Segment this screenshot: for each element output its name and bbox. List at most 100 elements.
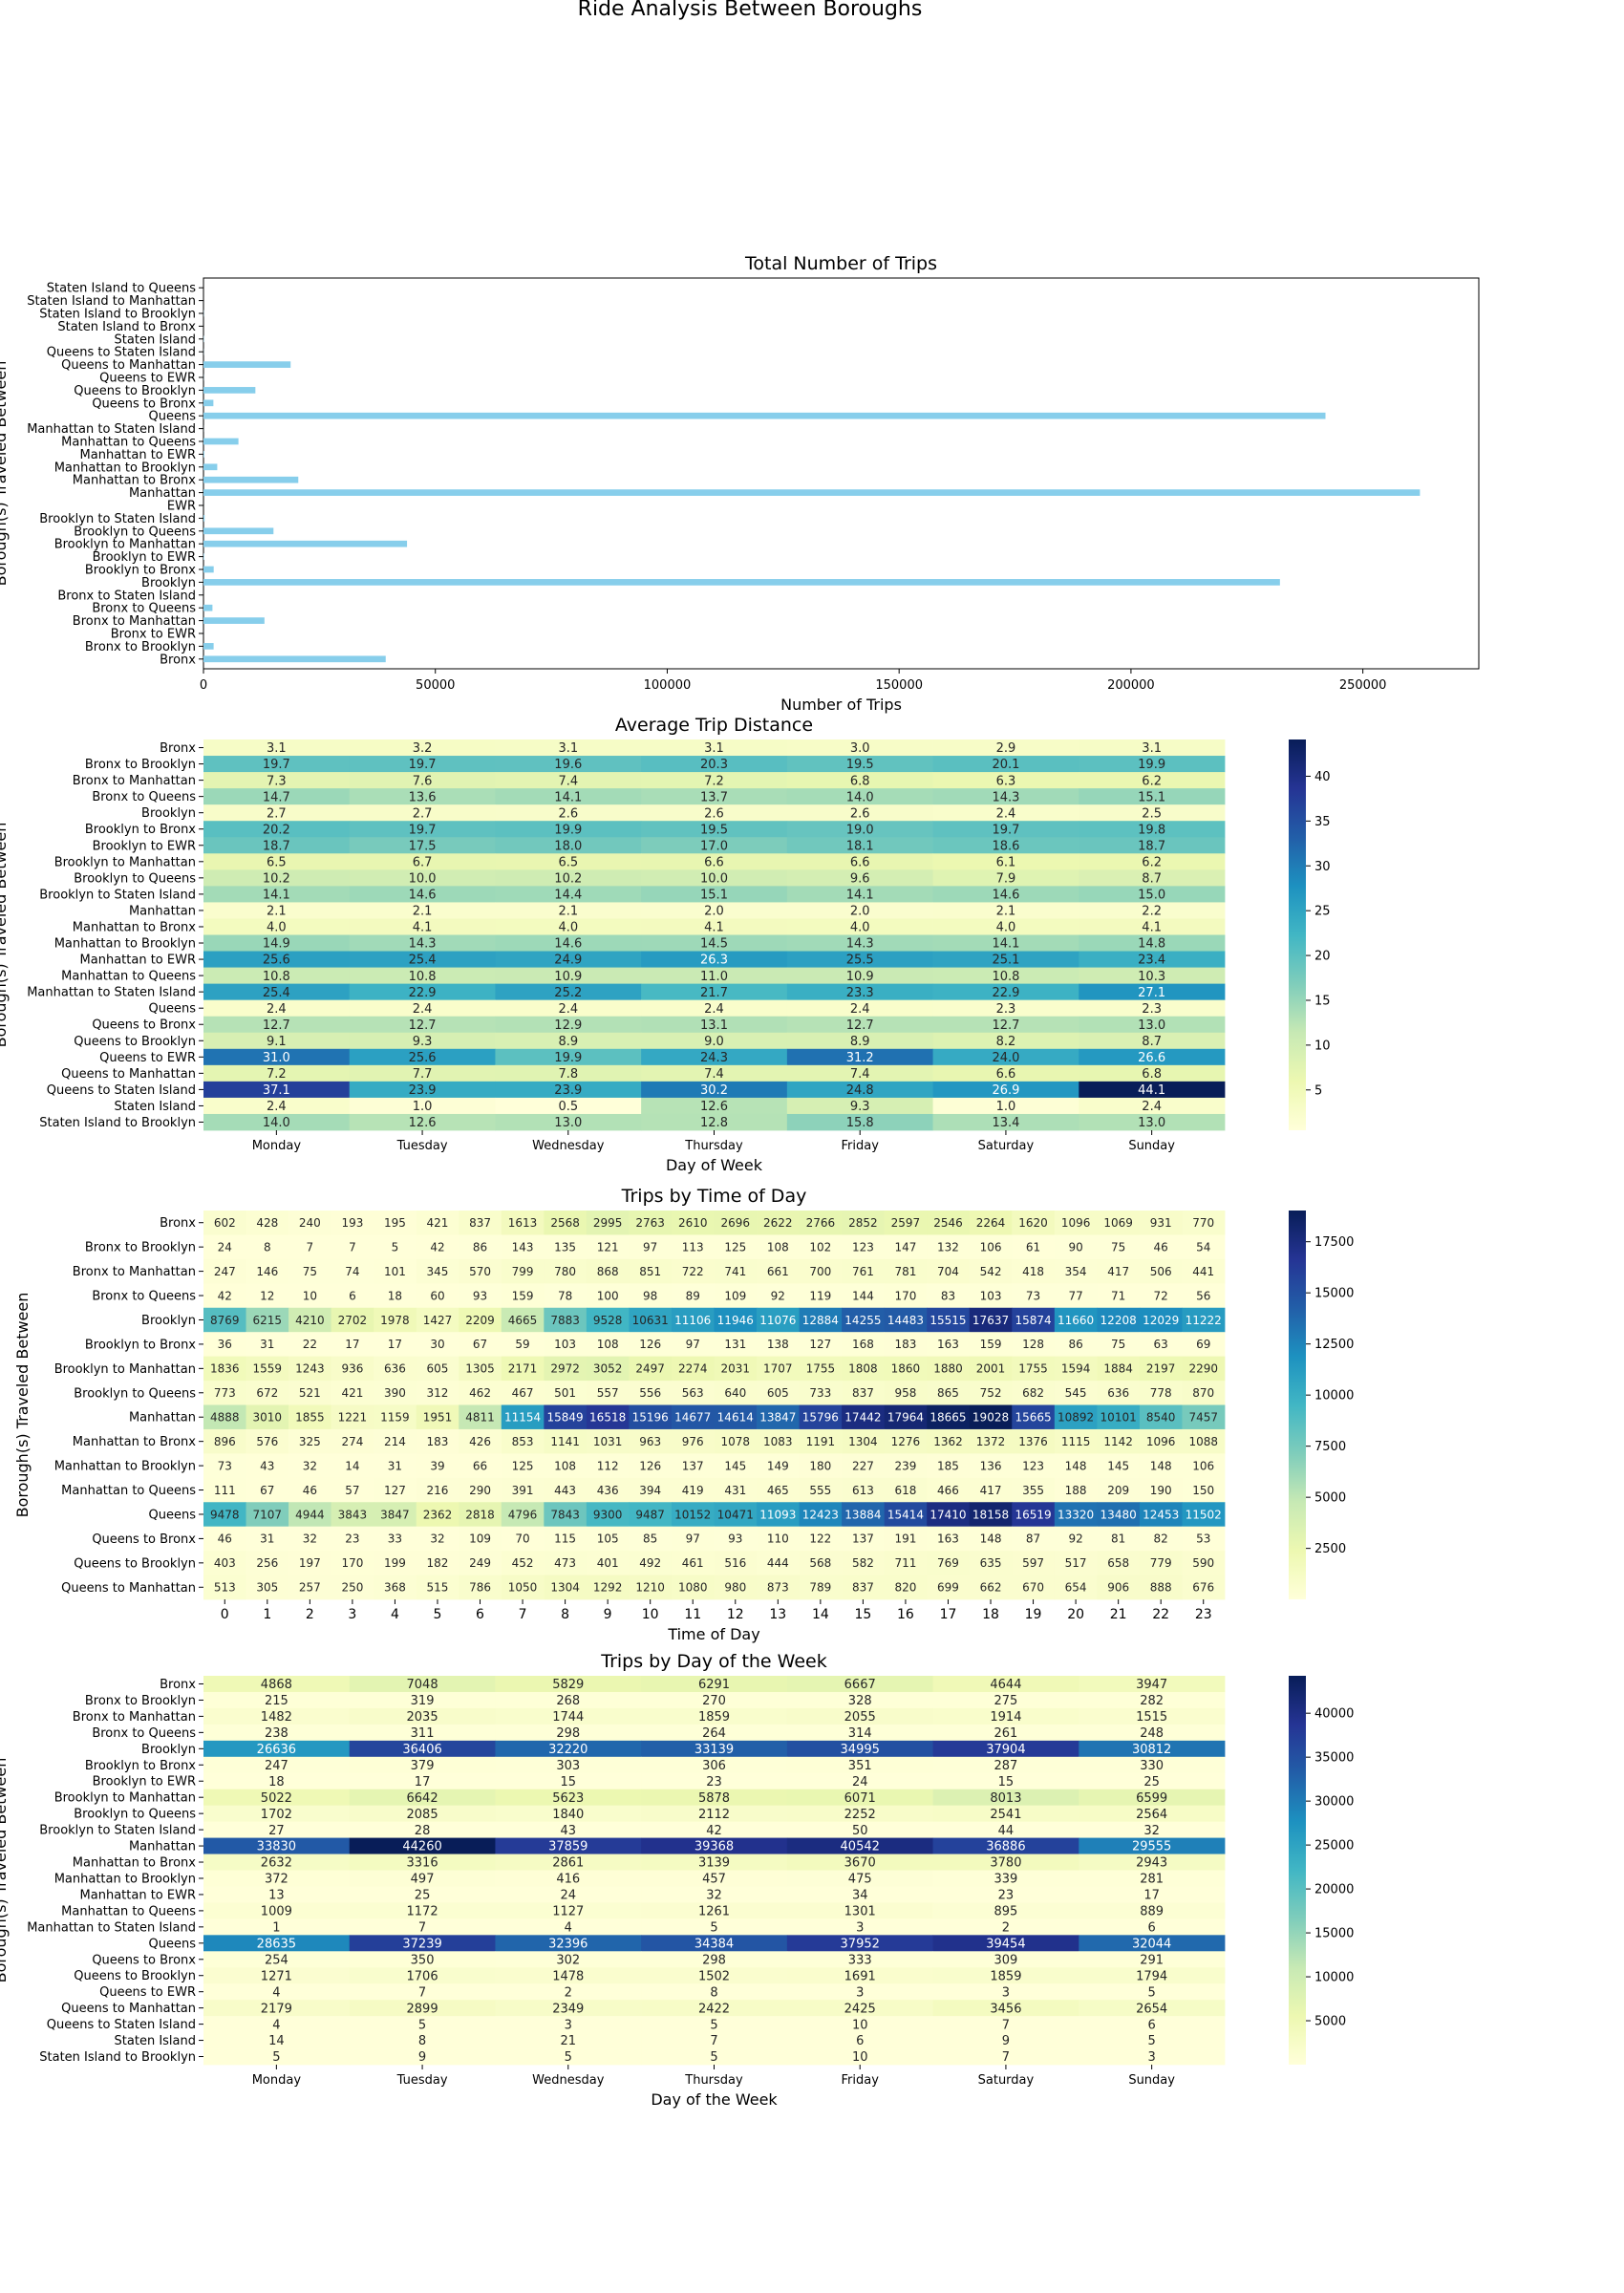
heatmap-value-label: 183 <box>894 1338 916 1351</box>
heatmap-title: Average Trip Distance <box>615 715 813 736</box>
heatmap-cell-queens-to-bronx-15 <box>842 1526 886 1552</box>
heatmap-value-label: 2.7 <box>413 806 433 821</box>
heatmap-value-label: 27 <box>268 1824 285 1838</box>
heatmap-value-label: 6.1 <box>996 855 1016 869</box>
heatmap-value-label: 2362 <box>423 1508 453 1521</box>
heatmap-value-label: 1271 <box>261 1969 292 1983</box>
heatmap-cell-bronx-to-queens-14 <box>799 1283 843 1309</box>
heatmap-ylabel-brooklyn: Brooklyn <box>141 1314 196 1328</box>
heatmap-cell-bronx-to-manhattan-monday <box>203 772 351 789</box>
heatmap-ylabel-staten-island: Staten Island <box>115 2034 196 2048</box>
heatmap-cell-manhattan-monday <box>203 902 351 919</box>
heatmap-value-label: 2 <box>1002 1921 1010 1936</box>
heatmap-cell-brooklyn-11 <box>671 1307 715 1333</box>
heatmap-cell-brooklyn-to-queens-12 <box>714 1381 758 1405</box>
bar-ylabel-manhattan: Manhattan <box>129 486 196 501</box>
heatmap-cell-manhattan-to-queens-sunday <box>1079 967 1226 985</box>
heatmap-value-label: 13480 <box>1100 1508 1137 1521</box>
heatmap-value-label: 87 <box>1026 1532 1040 1546</box>
heatmap-cell-queens-to-brooklyn-0 <box>203 1551 246 1575</box>
heatmap-value-label: 78 <box>558 1289 572 1302</box>
heatmap-value-label: 30.2 <box>700 1083 728 1098</box>
heatmap-cell-bronx-to-queens-monday <box>203 788 351 805</box>
heatmap-cell-queens-to-bronx-tuesday <box>349 1016 496 1034</box>
heatmap-value-label: 3 <box>1148 2050 1156 2065</box>
heatmap-value-label: 19.9 <box>554 1051 582 1065</box>
heatmap-cell-manhattan-to-queens-9 <box>586 1477 630 1503</box>
bar-ylabel-manhattan-to-staten-island: Manhattan to Staten Island <box>27 422 196 437</box>
heatmap-value-label: 8013 <box>990 1791 1021 1806</box>
heatmap-cell-brooklyn-7 <box>501 1307 545 1333</box>
heatmap-cell-brooklyn-21 <box>1097 1307 1141 1333</box>
heatmap-value-label: 394 <box>639 1484 661 1497</box>
heatmap-value-label: 190 <box>1150 1484 1172 1497</box>
bar-ylabel-queens-to-bronx: Queens to Bronx <box>92 396 196 411</box>
heatmap-value-label: 261 <box>994 1726 1018 1741</box>
heatmap-value-label: 779 <box>1150 1556 1172 1570</box>
heatmap-value-label: 149 <box>767 1459 789 1472</box>
heatmap-cell-manhattan-22 <box>1139 1404 1183 1430</box>
heatmap-value-label: 10.2 <box>554 872 582 887</box>
heatmap-ylabel-queens-to-staten-island: Queens to Staten Island <box>47 2018 196 2032</box>
heatmap-value-label: 86 <box>1068 1338 1082 1351</box>
heatmap-cell-brooklyn-to-bronx-8 <box>544 1332 588 1358</box>
heatmap-cell-brooklyn-to-bronx-17 <box>927 1332 971 1358</box>
heatmap-cell-queens-5 <box>416 1502 459 1528</box>
heatmap-cell-manhattan-to-bronx-13 <box>757 1428 800 1454</box>
bar-manhattan-to-queens <box>203 438 239 445</box>
heatmap-ylabel-brooklyn-to-staten-island: Brooklyn to Staten Island <box>39 1824 196 1838</box>
heatmap-cell-brooklyn-sunday <box>1079 1740 1226 1758</box>
heatmap-cell-queens-monday <box>203 999 351 1018</box>
heatmap-value-label: 5 <box>710 1921 717 1936</box>
heatmap-cell-brooklyn-to-queens-15 <box>842 1381 886 1405</box>
heatmap-cell-bronx-to-queens-3 <box>331 1283 374 1309</box>
heatmap-cell-manhattan-to-bronx-thursday <box>641 918 788 935</box>
heatmap-value-label: 5 <box>710 2018 717 2032</box>
heatmap-value-label: 1515 <box>1136 1710 1167 1725</box>
heatmap-value-label: 103 <box>980 1289 1002 1302</box>
heatmap-ylabel-bronx-to-manhattan: Bronx to Manhattan <box>73 774 196 788</box>
heatmap-value-label: 9.3 <box>850 1100 870 1114</box>
heatmap-cell-manhattan-to-queens-0 <box>203 1477 246 1503</box>
heatmap-cell-manhattan-to-ewr-sunday <box>1079 1886 1226 1903</box>
heatmap-value-label: 11660 <box>1058 1314 1094 1327</box>
heatmap-cell-queens-saturday <box>932 999 1079 1018</box>
heatmap-cell-staten-island-tuesday <box>349 2032 496 2049</box>
heatmap-cell-queens-to-bronx-tuesday <box>349 1951 496 1968</box>
heatmap-ylabel-manhattan: Manhattan <box>129 1840 196 1854</box>
heatmap-cell-manhattan-to-queens-23 <box>1182 1477 1226 1503</box>
heatmap-value-label: 10.8 <box>263 970 290 984</box>
heatmap-cell-brooklyn-to-queens-wednesday <box>495 869 642 887</box>
heatmap-value-label: 10 <box>303 1289 317 1302</box>
heatmap-cell-bronx-to-brooklyn-20 <box>1054 1234 1098 1260</box>
heatmap-value-label: 778 <box>1150 1386 1172 1400</box>
heatmap-ylabel-queens-to-brooklyn: Queens to Brooklyn <box>74 1556 196 1571</box>
heatmap-ylabel-staten-island: Staten Island <box>115 1100 196 1114</box>
heatmap-cell-manhattan-to-brooklyn-12 <box>714 1453 758 1479</box>
heatmap-ylabel-staten-island-to-brooklyn: Staten Island to Brooklyn <box>39 2050 196 2065</box>
heatmap-value-label: 24.3 <box>700 1051 728 1065</box>
heatmap-value-label: 1304 <box>848 1435 878 1448</box>
heatmap-cell-queens-to-bronx-thursday <box>641 1951 788 1968</box>
heatmap-cell-manhattan-to-brooklyn-3 <box>331 1453 374 1479</box>
heatmap-cell-queens-to-manhattan-21 <box>1097 1575 1141 1600</box>
heatmap-cell-queens-8 <box>544 1502 588 1528</box>
heatmap-cell-bronx-to-brooklyn-friday <box>786 756 933 773</box>
heatmap-value-label: 2001 <box>976 1362 1006 1376</box>
heatmap-value-label: 102 <box>809 1240 831 1254</box>
heatmap-cell-queens-to-manhattan-11 <box>671 1575 715 1600</box>
heatmap-value-label: 2943 <box>1136 1856 1167 1871</box>
heatmap-cell-brooklyn-to-queens-0 <box>203 1381 246 1405</box>
heatmap-value-label: 506 <box>1150 1265 1172 1278</box>
heatmap-cell-bronx-to-manhattan-saturday <box>932 1707 1079 1725</box>
heatmap-value-label: 10471 <box>717 1508 754 1521</box>
heatmap-value-label: 492 <box>639 1556 661 1570</box>
heatmap-cell-manhattan-to-queens-tuesday <box>349 967 496 985</box>
heatmap-value-label: 5 <box>418 2018 426 2032</box>
heatmap-value-label: 31 <box>260 1532 274 1546</box>
heatmap-cell-queens-to-staten-island-thursday <box>641 1081 788 1099</box>
colorbar-tick-label-35: 35 <box>1314 815 1331 829</box>
heatmap-value-label: 9478 <box>210 1508 240 1521</box>
heatmap-value-label: 6.8 <box>1142 1067 1162 1082</box>
